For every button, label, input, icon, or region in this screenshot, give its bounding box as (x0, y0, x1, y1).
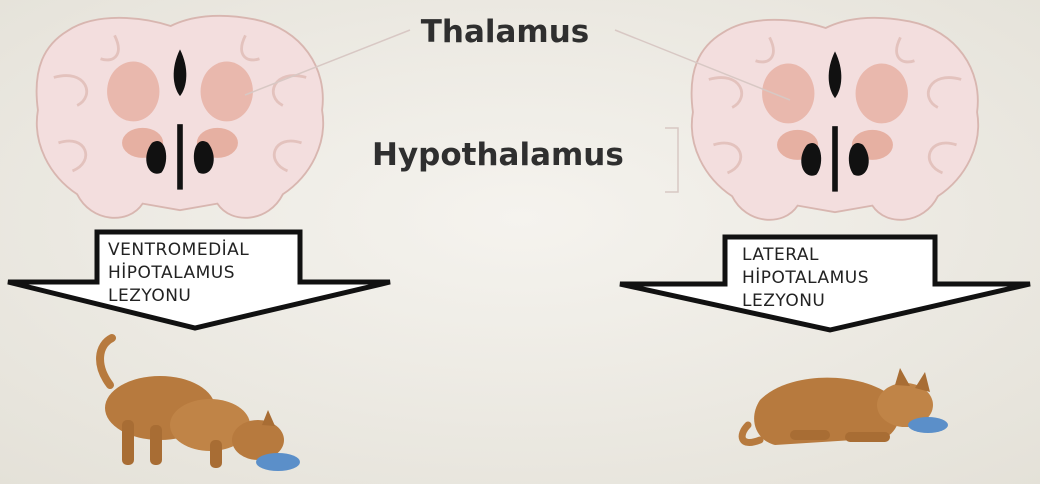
left-arrow-line-2: HİPOTALAMUS (108, 262, 235, 283)
right-brain-icon (692, 18, 979, 220)
left-arrow-line-3: LEZYONU (108, 286, 191, 306)
left-arrow-line-1: VENTROMEDİAL (108, 239, 249, 260)
right-arrow-line-1: LATERAL (742, 245, 819, 265)
left-brain-icon (37, 16, 324, 218)
right-arrow-line-2: HİPOTALAMUS (742, 267, 869, 288)
hypothalamus-label: Hypothalamus (372, 137, 624, 173)
thalamus-label: Thalamus (421, 14, 590, 50)
right-arrow-line-3: LEZYONU (742, 291, 825, 311)
